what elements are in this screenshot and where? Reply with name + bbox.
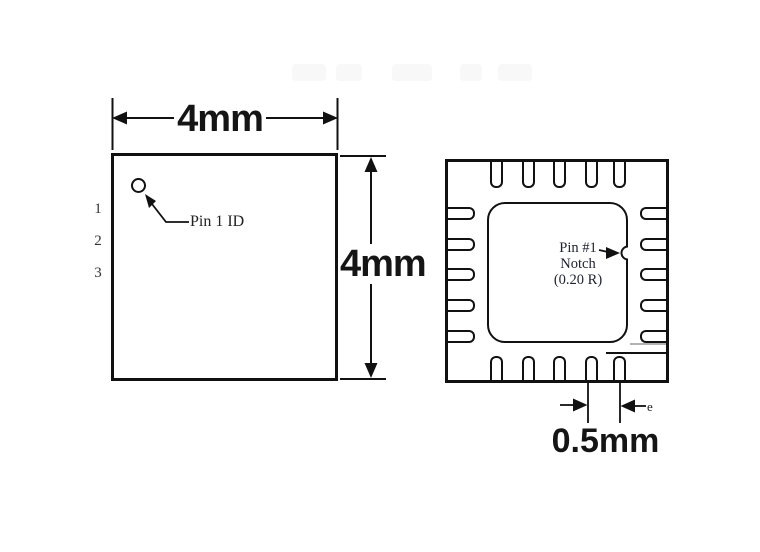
pin-pad-bottom-1 xyxy=(490,356,503,380)
arrowhead-down-icon xyxy=(364,363,378,378)
top-width-label: 4mm xyxy=(174,99,266,139)
pin-pad-right-4 xyxy=(640,299,666,312)
pin-pad-left-2 xyxy=(448,238,475,251)
pitch-label: 0.5mm xyxy=(551,422,660,460)
notch-annotation-line3: (0.20 R) xyxy=(553,272,603,288)
arrowhead-right-icon xyxy=(323,111,338,125)
notch-annotation-line2: Notch xyxy=(560,256,596,272)
pin1-id-label: Pin 1 ID xyxy=(190,213,245,230)
bottom-pitch-dimension xyxy=(560,383,646,423)
pin-pad-left-3 xyxy=(448,268,475,281)
notch-annotation: Pin #1 Notch (0.20 R) xyxy=(547,240,609,288)
pin-pad-bottom-4 xyxy=(585,356,598,380)
pitch-symbol-label: e xyxy=(647,399,653,414)
arrowhead-up-icon xyxy=(364,157,378,172)
pin-pad-right-3 xyxy=(640,268,666,281)
exposed-thermal-pad xyxy=(487,202,628,343)
package-bottom-view-outline xyxy=(445,159,669,383)
pin-pad-left-1 xyxy=(448,207,475,220)
watermark-blob xyxy=(292,64,326,81)
pin1-id-circle xyxy=(131,178,146,193)
pin-pad-top-1 xyxy=(490,162,503,188)
watermark-blob xyxy=(460,64,482,81)
notch-annotation-line1: Pin #1 xyxy=(559,240,597,256)
watermark-blob xyxy=(498,64,532,81)
watermark-blob xyxy=(392,64,432,81)
pin-pad-left-4 xyxy=(448,299,475,312)
arrowhead-left-icon xyxy=(620,399,635,413)
pin-pad-bottom-5 xyxy=(613,356,626,380)
arrowhead-left-icon xyxy=(112,111,127,125)
watermark-blob xyxy=(336,64,362,81)
pin-number-1: 1 xyxy=(94,201,102,217)
pin-pad-right-5 xyxy=(640,330,666,343)
pin-pad-right-1 xyxy=(640,207,666,220)
pin-pad-top-3 xyxy=(553,162,566,188)
pin-pad-top-4 xyxy=(585,162,598,188)
pin-number-2: 2 xyxy=(94,233,102,249)
pin-number-3: 3 xyxy=(94,265,102,281)
pin-pad-top-2 xyxy=(522,162,535,188)
pin-pad-right-2 xyxy=(640,238,666,251)
side-height-label: 4mm xyxy=(340,243,427,285)
pin-pad-left-5 xyxy=(448,330,475,343)
pin-pad-bottom-2 xyxy=(522,356,535,380)
pin-pad-bottom-3 xyxy=(553,356,566,380)
arrowhead-right-icon xyxy=(573,398,588,412)
pin-pad-top-5 xyxy=(613,162,626,188)
